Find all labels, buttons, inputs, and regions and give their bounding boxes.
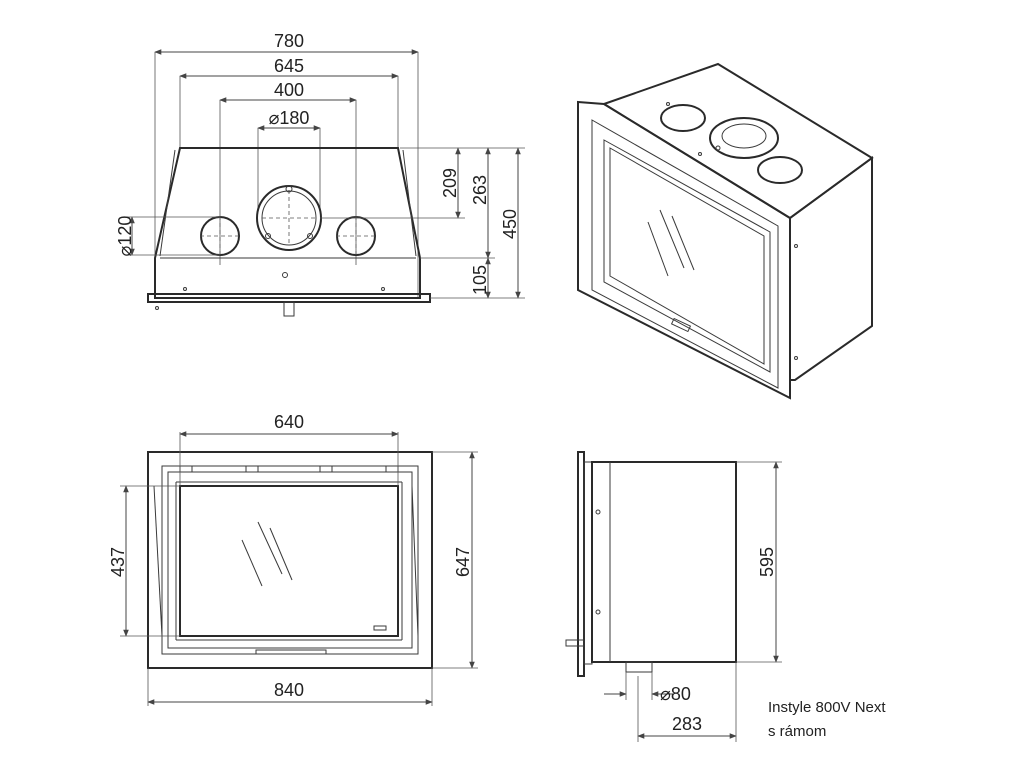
dim-label-450: 450 [500,209,520,239]
side-view: 595 ⌀80 283 [565,451,782,742]
dim-label-263: 263 [470,175,490,205]
dim-label-437: 437 [108,547,128,577]
dim-label-640: 640 [274,412,304,432]
air-inlet-pipe [625,661,653,673]
dim-label-840: 840 [274,680,304,700]
caption-line-1: Instyle 800V Next [768,699,886,716]
front-elevation-view: 640 437 647 840 [108,412,478,706]
dim-label-105: 105 [470,265,490,295]
iso-flue [709,117,779,159]
dim-label-595: 595 [757,547,777,577]
iso-outlet-left [660,104,706,132]
isometric-view [577,62,874,400]
door-glass [179,485,399,637]
dim-label-283: 283 [672,714,702,734]
iso-side-face [789,156,873,381]
dim-label-780: 780 [274,31,304,51]
front-view: 780 645 400 ⌀180 ⌀120 [115,31,525,317]
dim-label-400: 400 [274,80,304,100]
dim-label-80: ⌀80 [660,684,691,704]
iso-outlet-right [757,156,803,184]
iso-frame [577,100,791,400]
side-body [591,461,737,663]
frame-outer [147,451,433,669]
iso-top-face [601,62,874,220]
dim-label-120: ⌀120 [115,216,135,257]
side-frame-plate [577,451,585,677]
model-caption: Instyle 800V Next s rámom [768,696,886,744]
caption-line-2: s rámom [768,723,827,740]
dim-label-647: 647 [453,547,473,577]
stove-body-outline [154,147,421,299]
iso-glass [603,139,771,373]
dim-label-180: ⌀180 [269,108,310,128]
dim-label-209: 209 [440,168,460,198]
dim-label-645: 645 [274,56,304,76]
